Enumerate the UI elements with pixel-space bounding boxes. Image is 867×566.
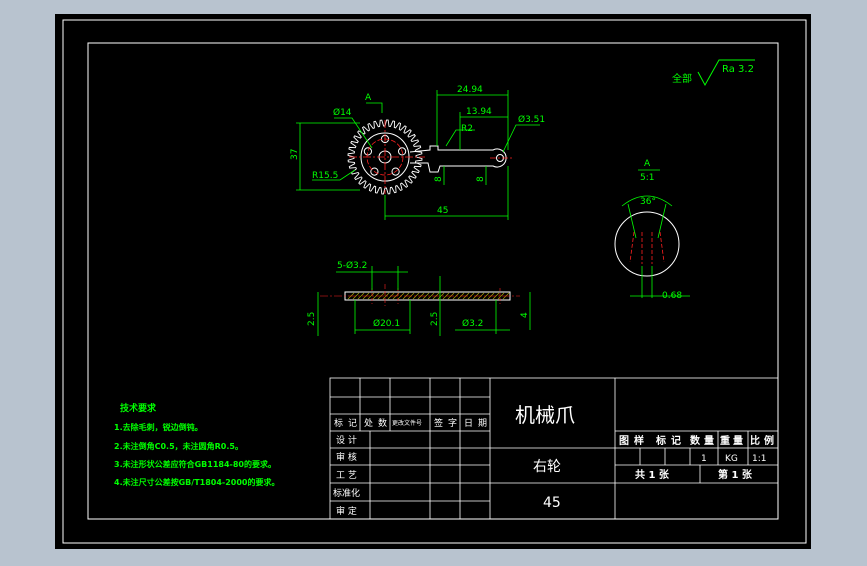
tb-sheet-no: 第 1 张: [718, 468, 753, 481]
dim-r155: R15.5: [312, 171, 338, 181]
tb-scale: 1:1: [752, 454, 766, 464]
leader-r155: [312, 169, 356, 181]
hatch-line: [437, 292, 445, 300]
tech-note-item: 3.未注形状公差应符合GB1184-80的要求。: [114, 459, 276, 469]
tb-head-cell: 记: [348, 418, 357, 429]
tb-head-cell: 字: [448, 417, 457, 429]
section-dimension-text: 5-Ø3.2 2.5 Ø20.1 2.5 Ø3.2 4: [307, 260, 530, 329]
leader-a: [366, 102, 383, 113]
drawing-name: 机械爪: [515, 403, 575, 427]
detail-scale: 5:1: [640, 173, 654, 183]
tb-head-cell: 处: [364, 417, 373, 429]
gear-dimension-text: 24.94 13.94 R2 Ø3.51 Ø14 A 37 R15.5 8 8 …: [290, 85, 545, 216]
tb-right-head: 标: [655, 434, 666, 447]
tb-total-sheets: 共 1 张: [635, 468, 670, 481]
detail-width: 0.68: [662, 291, 682, 301]
tb-right-head: 样: [634, 434, 644, 447]
tb-right-head: 量: [733, 434, 743, 447]
tb-right-head: 数: [690, 434, 701, 447]
tech-notes-title: 技术要求: [120, 402, 157, 414]
detail-a: A 5:1 36° 0.68: [614, 159, 690, 301]
dim-8b: 8: [476, 176, 486, 182]
hatch-line: [427, 292, 435, 300]
technical-notes: 技术要求 1.去除毛刺，锐边倒钝。 2.未注倒角C0.5，未注圆角R0.5。 3…: [114, 402, 280, 487]
dim-4: 4: [520, 312, 530, 318]
dim-r2: R2: [461, 124, 473, 134]
tb-weight: KG: [725, 454, 738, 464]
tb-right-head: 量: [704, 434, 714, 447]
detail-angle: 36°: [640, 197, 656, 207]
dim-13-94: 13.94: [466, 107, 492, 117]
tb-right-head: 比: [750, 434, 760, 447]
tb-right-head: 图: [619, 435, 629, 447]
bolt-hole: [391, 167, 400, 176]
tech-note-item: 1.去除毛刺，锐边倒钝。: [114, 422, 203, 432]
roughness-check: [697, 59, 755, 87]
leader-d14: [334, 117, 373, 149]
hatch-line: [497, 292, 505, 300]
title-block-text: 标 记 处 数 更改文件号 签 字 日 期 设 计 审 核 工 艺 标准化 审 …: [333, 403, 774, 517]
tb-right-head: 重: [720, 434, 730, 447]
tb-head-cell: 签: [434, 417, 443, 429]
title-block: [329, 377, 779, 520]
tb-row-label: 标准化: [333, 487, 360, 499]
tooth-line: [629, 231, 635, 263]
dim-25b: 2.5: [430, 312, 440, 326]
part-name: 右轮: [533, 459, 561, 475]
dim-37: 37: [290, 149, 300, 160]
roughness-value: Ra 3.2: [722, 64, 754, 75]
leader-d351: [502, 124, 540, 153]
dim-8a: 8: [434, 176, 444, 182]
dim-45: 45: [437, 206, 448, 216]
tb-head-cell: 日: [464, 418, 473, 429]
dim-24-94: 24.94: [457, 85, 483, 95]
tooth-line: [659, 231, 665, 263]
tb-right-head: 例: [764, 434, 774, 447]
hatch-line: [357, 292, 365, 300]
tech-note-item: 4.未注尺寸公差按GB/T1804-2000的要求。: [114, 477, 280, 487]
hatch-line: [367, 292, 375, 300]
section-a-label: A: [365, 93, 372, 103]
bolt-hole: [363, 147, 372, 156]
section-view: 5-Ø3.2 2.5 Ø20.1 2.5 Ø3.2 4: [307, 260, 531, 336]
bolt-circle: [366, 138, 404, 176]
tb-row-label: 审 核: [336, 451, 357, 463]
material: 45: [543, 495, 561, 511]
roughness-label: 全部: [672, 72, 692, 85]
dim-5-d32: 5-Ø3.2: [337, 260, 367, 271]
gear-dimensions: [296, 90, 540, 220]
tb-right-head: 记: [671, 435, 681, 447]
tech-note-item: 2.未注倒角C0.5，未注圆角R0.5。: [114, 441, 243, 451]
dim-25a: 2.5: [307, 312, 317, 326]
drawing-sheet: [55, 14, 811, 549]
tb-row-label: 工 艺: [336, 470, 357, 481]
leader-r2: [445, 129, 475, 147]
section-dimension-lines: [317, 266, 531, 336]
detail-angle-arc: [621, 195, 673, 207]
tb-head-cell: 数: [378, 417, 387, 429]
detail-angle-line: [627, 203, 637, 239]
tb-quantity: 1: [701, 454, 707, 464]
dim-d201: Ø20.1: [373, 318, 400, 329]
detail-angle-line: [657, 203, 667, 239]
dim-d351: Ø3.51: [518, 114, 545, 125]
tb-row-label: 设 计: [336, 434, 357, 446]
roughness-symbol: 全部 Ra 3.2: [672, 59, 755, 87]
detail-circle: [614, 211, 680, 277]
dim-d14: Ø14: [333, 107, 352, 118]
detail-tooth-lines: [629, 231, 665, 264]
outer-border: [62, 19, 807, 544]
gear-front-view: [347, 119, 512, 195]
bolt-hole: [398, 147, 407, 156]
tb-row-label: 审 定: [336, 505, 357, 517]
detail-label: A: [644, 159, 651, 169]
title-block-border: [329, 377, 779, 520]
bolt-hole: [370, 167, 379, 176]
tb-head-cell: 期: [478, 418, 487, 429]
tb-head-cell: 更改文件号: [392, 419, 422, 427]
tb-head-cell: 标: [334, 417, 343, 429]
dim-d32b: Ø3.2: [462, 318, 483, 329]
